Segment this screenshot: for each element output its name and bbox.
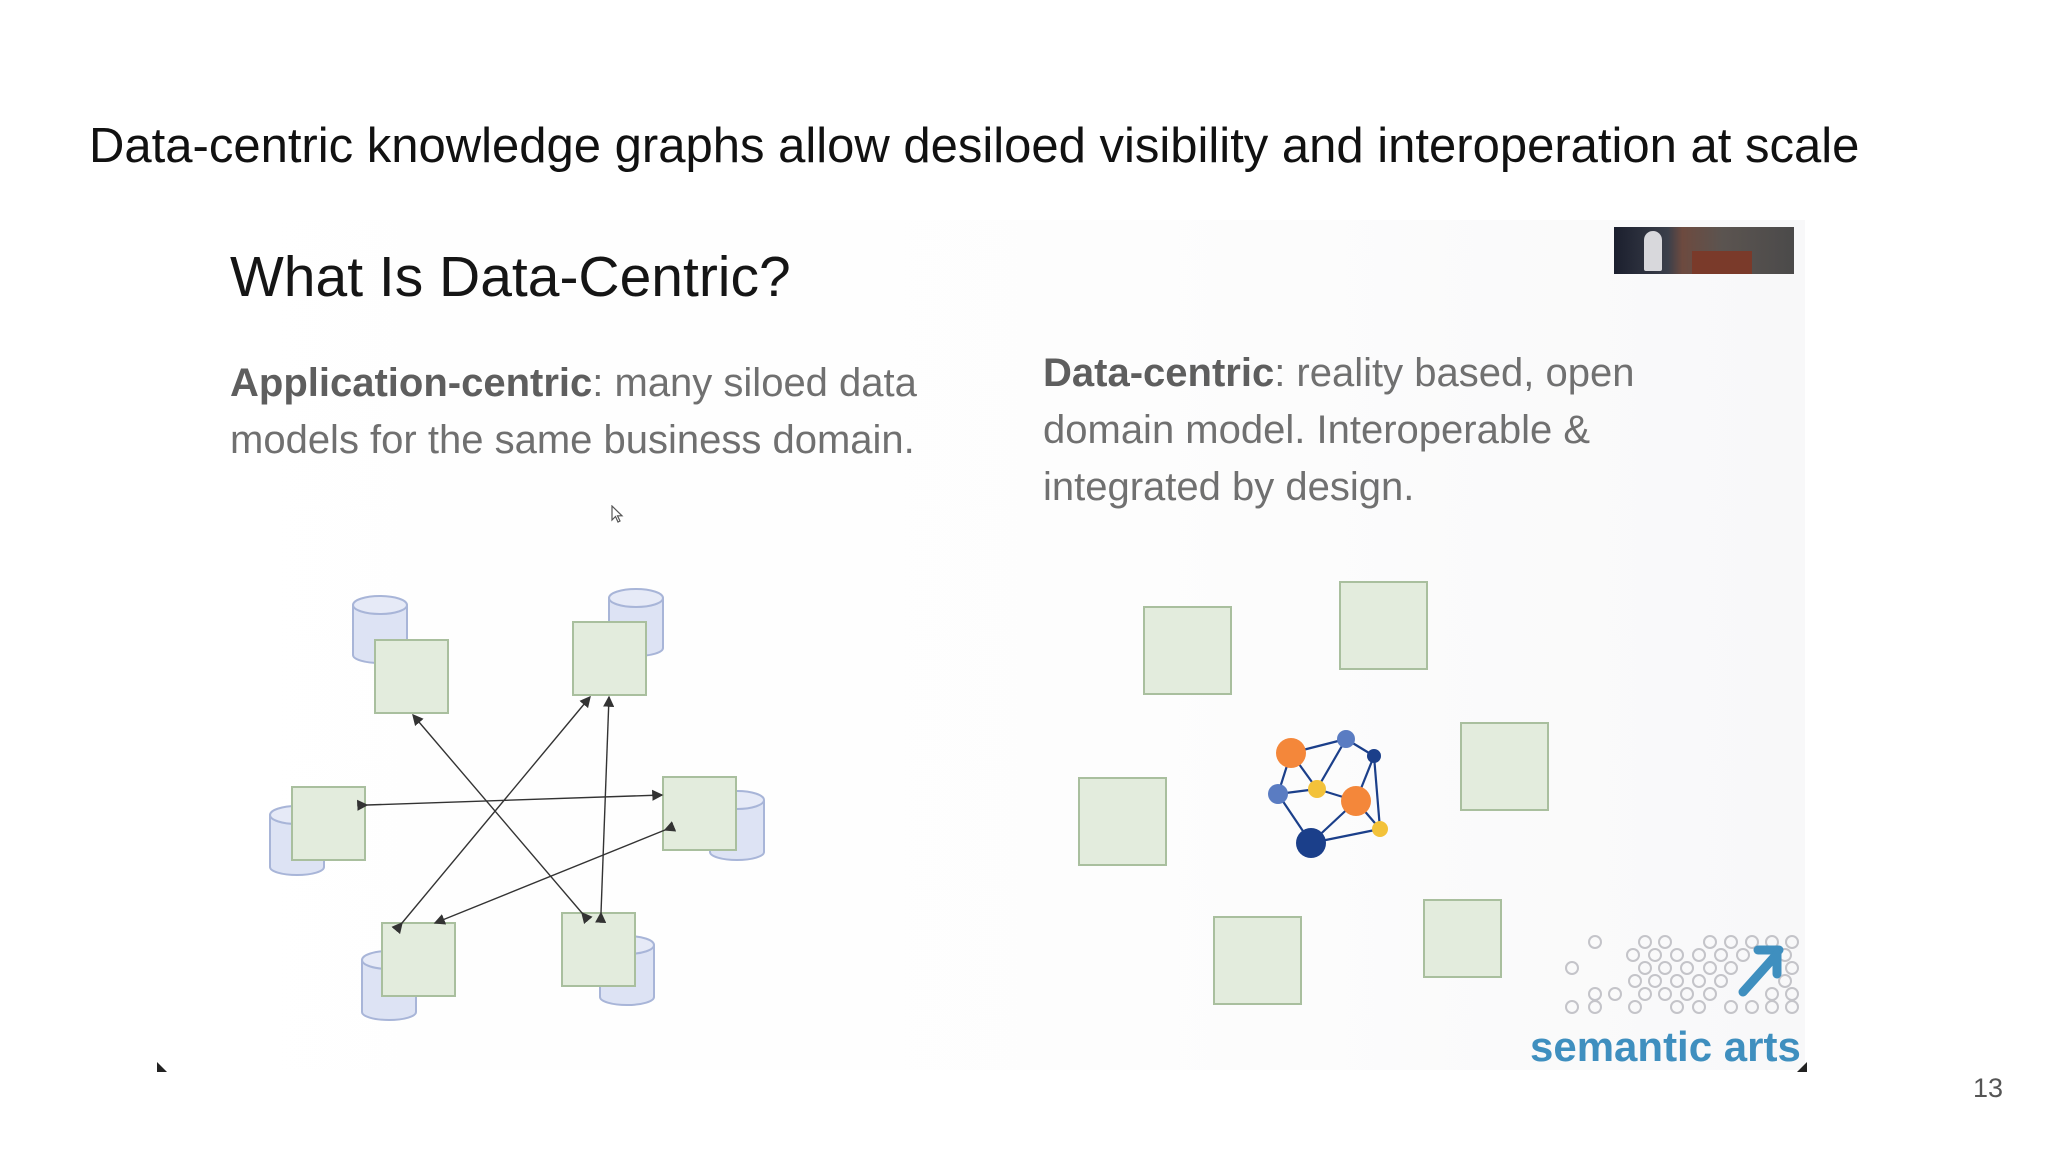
- application-centric-description: Application-centric: many siloed data mo…: [230, 355, 950, 469]
- page-number: 13: [1972, 1073, 2003, 1103]
- data-centric-term: Data-centric: [1043, 351, 1275, 395]
- application-box: [662, 776, 737, 851]
- application-box: [1143, 606, 1232, 695]
- data-centric-text: : reality based, open domain model. Inte…: [1043, 351, 1635, 509]
- podium-shape: [1692, 251, 1752, 274]
- application-box: [572, 621, 647, 696]
- application-centric-term: Application-centric: [230, 361, 593, 405]
- application-box: [1423, 899, 1502, 978]
- application-centric-text: : many siloed data models for the same b…: [230, 361, 917, 462]
- application-box: [374, 639, 449, 714]
- application-box: [381, 922, 456, 997]
- corner-mark: [157, 1062, 167, 1072]
- presenter-figure: [1644, 231, 1662, 271]
- knowledge-graph-icon: [1268, 730, 1388, 858]
- semantic-arts-logo-text: semantic arts: [1530, 1023, 1801, 1070]
- application-box: [561, 912, 636, 987]
- application-centric-diagram: [269, 588, 765, 1021]
- application-box: [1460, 722, 1549, 811]
- application-box: [291, 786, 366, 861]
- application-box: [1339, 581, 1428, 670]
- mouse-cursor-icon: [611, 505, 624, 523]
- data-centric-description: Data-centric: reality based, open domain…: [1043, 345, 1763, 516]
- point-to-point-connections: [357, 695, 677, 935]
- data-centric-diagram: [1078, 581, 1549, 1005]
- corner-mark: [1797, 1062, 1807, 1072]
- application-box: [1078, 777, 1167, 866]
- embedded-slide-heading: What Is Data-Centric?: [230, 245, 791, 309]
- semantic-arts-logo-icon: [1565, 935, 1799, 1014]
- webcam-thumbnail[interactable]: [1614, 227, 1794, 274]
- application-box: [1213, 916, 1302, 1005]
- slide-title: Data-centric knowledge graphs allow desi…: [89, 119, 1860, 173]
